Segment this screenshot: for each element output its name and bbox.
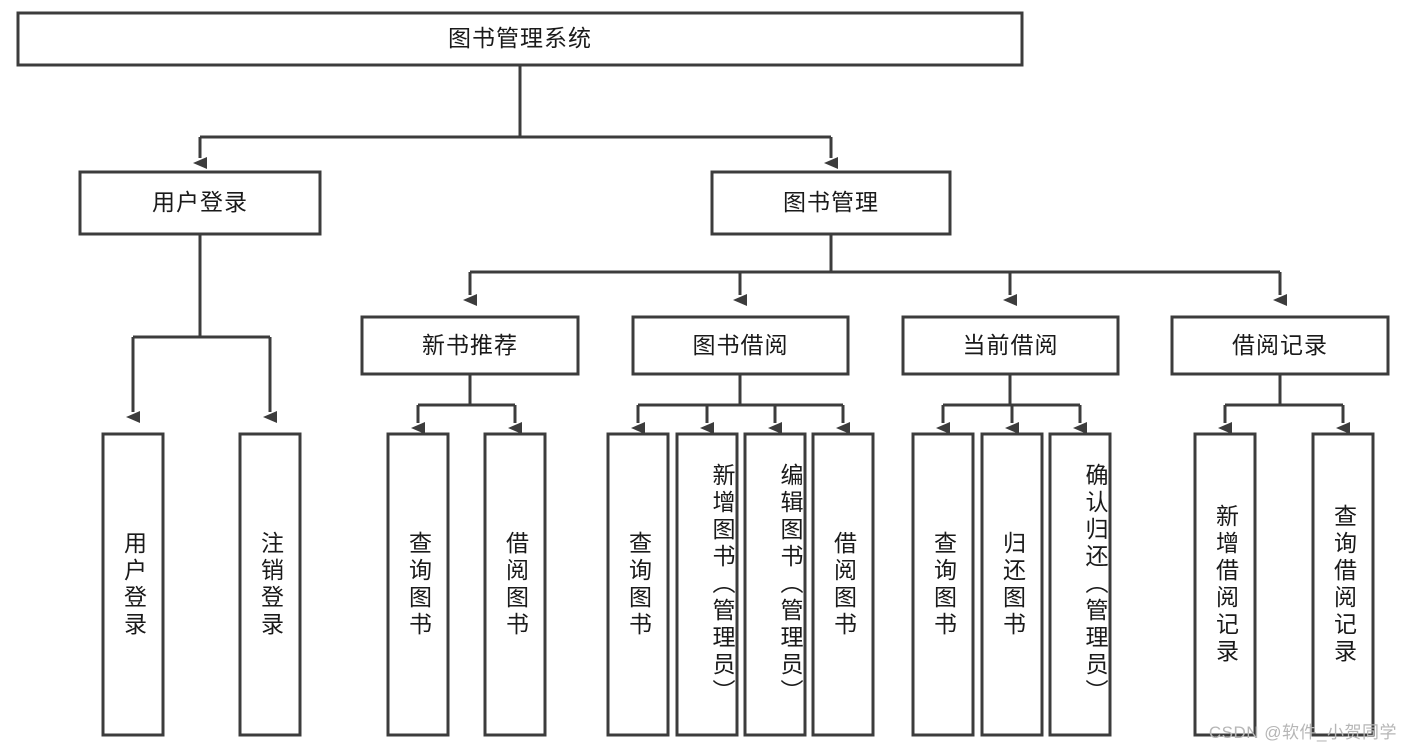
node-box-root[interactable] <box>16 11 1024 67</box>
leaf-box-8[interactable] <box>911 432 975 737</box>
connector-bookmgmt-to-level3 <box>463 234 1287 306</box>
node-box-user-login[interactable] <box>78 170 322 236</box>
leaf-box-6[interactable] <box>743 432 807 737</box>
node-box-borrow-record[interactable] <box>1170 315 1390 376</box>
connector-newbook-to-leaves <box>411 374 522 434</box>
csdn-watermark: CSDN @软件_小贺同学 <box>1208 723 1397 742</box>
connector-root-to-level2 <box>193 65 838 169</box>
connector-userlogin-to-leaves <box>126 234 277 423</box>
leaf-box-10[interactable] <box>1048 432 1112 737</box>
node-box-current-borrow[interactable] <box>901 315 1120 376</box>
leaf-box-4[interactable] <box>606 432 670 737</box>
leaf-box-1[interactable] <box>238 432 302 737</box>
node-box-book-management[interactable] <box>710 170 952 236</box>
leaf-box-3[interactable] <box>483 432 547 737</box>
connector-borrow-to-leaves <box>631 374 850 434</box>
node-box-book-borrow[interactable] <box>631 315 850 376</box>
leaf-box-5[interactable] <box>675 432 739 737</box>
leaf-box-9[interactable] <box>980 432 1044 737</box>
leaf-box-11[interactable] <box>1193 432 1257 737</box>
leaf-box-12[interactable] <box>1311 432 1375 737</box>
node-box-new-book-recommend[interactable] <box>360 315 580 376</box>
leaf-box-0[interactable] <box>101 432 165 737</box>
connector-record-to-leaves <box>1218 374 1350 434</box>
connector-current-to-leaves <box>936 374 1087 434</box>
leaf-box-7[interactable] <box>811 432 875 737</box>
leaf-box-2[interactable] <box>386 432 450 737</box>
